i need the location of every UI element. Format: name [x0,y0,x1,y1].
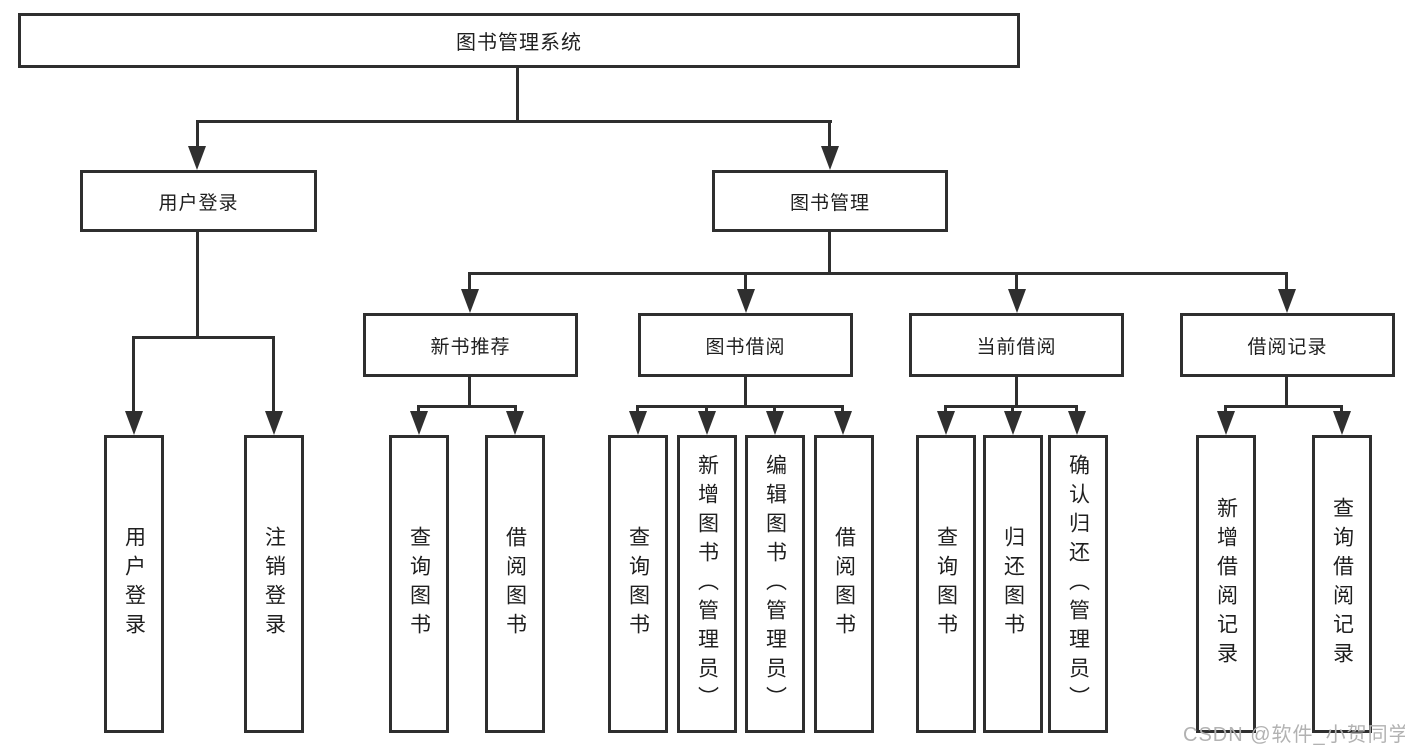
node-book-management: 图书管理 [712,170,948,232]
connector-vline [944,405,947,415]
leaf-confirm-return-admin: 确认归还（管理员） [1048,435,1108,733]
arrow-down-icon [1217,411,1235,435]
node-user-login: 用户登录 [80,170,317,232]
connector-vline [196,232,199,338]
csdn-watermark: CSDN @软件_小贺同学 [1183,724,1405,746]
leaf-label: 归还图书 [1001,526,1025,642]
leaf-add-borrow-record: 新增借阅记录 [1196,435,1256,733]
leaf-query-books-current: 查询图书 [916,435,976,733]
connector-vline [196,120,199,150]
node-borrow-records: 借阅记录 [1180,313,1395,377]
connector-hline [1224,405,1342,408]
leaf-label: 查询图书 [407,526,431,642]
connector-vline [272,336,275,414]
leaf-label: 确认归还（管理员） [1066,453,1090,715]
connector-vline [132,336,135,414]
arrow-down-icon [1008,289,1026,313]
leaf-label: 注销登录 [262,526,286,642]
leaf-query-books-borrow: 查询图书 [608,435,668,733]
leaf-logout: 注销登录 [244,435,304,733]
node-new-book-recommend: 新书推荐 [363,313,578,377]
connector-hline [636,405,844,408]
connector-vline [828,232,831,274]
leaf-label: 新增借阅记录 [1214,497,1238,671]
connector-hline [468,272,1288,275]
connector-vline [1340,405,1343,415]
leaf-query-books-recommend: 查询图书 [389,435,449,733]
leaf-edit-books-admin: 编辑图书（管理员） [745,435,805,733]
node-book-borrow: 图书借阅 [638,313,853,377]
connector-vline [841,405,844,415]
leaf-query-borrow-record: 查询借阅记录 [1312,435,1372,733]
connector-vline [744,272,747,292]
leaf-add-books-admin: 新增图书（管理员） [677,435,737,733]
leaf-return-books: 归还图书 [983,435,1043,733]
arrow-down-icon [1278,289,1296,313]
leaf-label: 借阅图书 [832,526,856,642]
leaf-label: 查询图书 [626,526,650,642]
connector-vline [744,377,747,408]
connector-vline [1285,272,1288,292]
connector-hline [132,336,275,339]
connector-vline [705,405,708,415]
arrow-down-icon [410,411,428,435]
connector-vline [468,377,471,408]
connector-vline [773,405,776,415]
leaf-borrow-books-recommend: 借阅图书 [485,435,545,733]
arrow-down-icon [766,411,784,435]
connector-vline [417,405,420,415]
connector-vline [828,120,831,150]
connector-vline [1015,377,1018,408]
arrow-down-icon [188,146,206,170]
arrow-down-icon [1333,411,1351,435]
arrow-down-icon [821,146,839,170]
connector-vline [514,405,517,415]
leaf-label: 用户登录 [122,526,146,642]
leaf-label: 编辑图书（管理员） [763,453,787,715]
arrow-down-icon [834,411,852,435]
connector-vline [1285,377,1288,408]
node-root-system: 图书管理系统 [18,13,1020,68]
arrow-down-icon [1004,411,1022,435]
connector-vline [1011,405,1014,415]
arrow-down-icon [629,411,647,435]
arrow-down-icon [125,411,143,435]
arrow-down-icon [737,289,755,313]
node-current-borrow: 当前借阅 [909,313,1124,377]
arrow-down-icon [1068,411,1086,435]
connector-vline [1015,272,1018,292]
connector-vline [468,272,471,292]
arrow-down-icon [937,411,955,435]
connector-hline [196,120,832,123]
leaf-label: 查询图书 [934,526,958,642]
arrow-down-icon [461,289,479,313]
leaf-label: 查询借阅记录 [1330,497,1354,671]
connector-vline [516,68,519,122]
leaf-user-login: 用户登录 [104,435,164,733]
leaf-borrow-books: 借阅图书 [814,435,874,733]
arrow-down-icon [265,411,283,435]
leaf-label: 新增图书（管理员） [695,453,719,715]
connector-vline [1075,405,1078,415]
connector-vline [1224,405,1227,415]
arrow-down-icon [506,411,524,435]
leaf-label: 借阅图书 [503,526,527,642]
connector-vline [636,405,639,415]
arrow-down-icon [698,411,716,435]
connector-hline [417,405,517,408]
